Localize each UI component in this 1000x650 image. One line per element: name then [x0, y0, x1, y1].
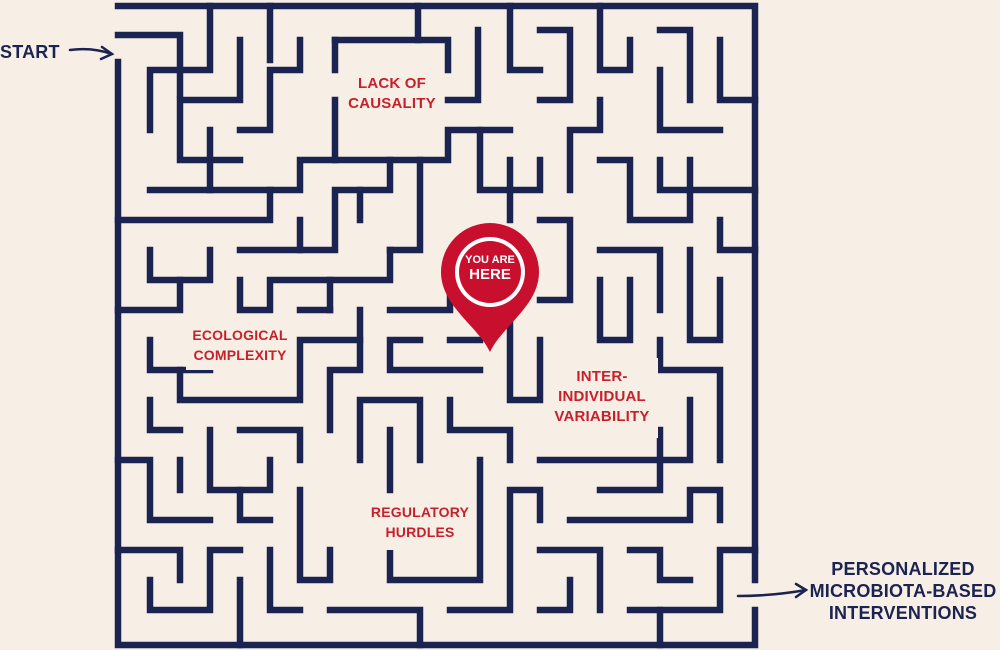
obstacle-ecological-complexity: ECOLOGICAL COMPLEXITY	[178, 325, 302, 365]
marker-label-line1: YOU ARE	[465, 254, 515, 266]
obstacle-line: LACK OF	[357, 75, 427, 92]
marker-label-line2: HERE	[469, 266, 511, 283]
goal-label: PERSONALIZED MICROBIOTA-BASED INTERVENTI…	[806, 558, 1000, 624]
exit-arrow	[736, 582, 809, 599]
goal-line: MICROBIOTA-BASED	[809, 581, 997, 601]
obstacle-line: COMPLEXITY	[193, 347, 287, 363]
obstacle-regulatory-hurdles: REGULATORY HURDLES	[360, 502, 480, 542]
obstacle-line: VARIABILITY	[554, 408, 650, 425]
obstacle-lack-of-causality: LACK OF CAUSALITY	[332, 74, 452, 114]
obstacle-line: INDIVIDUAL	[558, 388, 646, 405]
obstacle-line: INTER-	[576, 368, 628, 385]
location-pin-icon	[441, 223, 539, 352]
obstacle-line: ECOLOGICAL	[192, 327, 288, 343]
start-label: START	[0, 42, 60, 62]
obstacle-inter-individual-variability: INTER- INDIVIDUAL VARIABILITY	[540, 367, 664, 427]
obstacle-line: REGULATORY	[370, 504, 470, 520]
label-clearings	[186, 66, 658, 550]
obstacle-line: HURDLES	[385, 524, 455, 540]
start-arrow	[68, 45, 115, 61]
obstacle-line: CAUSALITY	[348, 95, 436, 112]
goal-line: INTERVENTIONS	[828, 603, 978, 623]
goal-line: PERSONALIZED	[831, 559, 975, 579]
